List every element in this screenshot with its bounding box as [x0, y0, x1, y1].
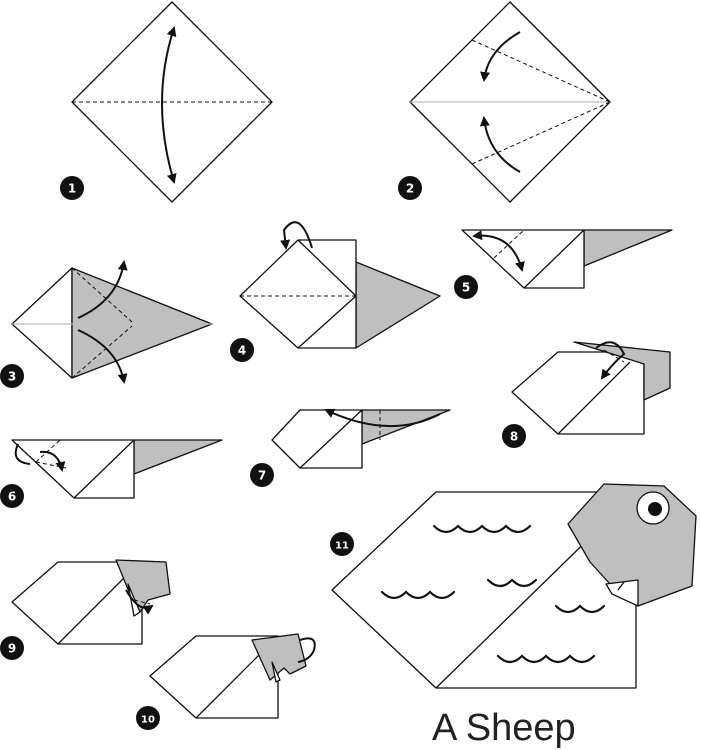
step-7-figure [271, 408, 451, 469]
step-5-figure [461, 229, 673, 289]
step-number: 2 [406, 182, 414, 196]
step-number: 3 [8, 370, 16, 384]
step-number: 9 [8, 642, 16, 656]
step-badge-11: 11 [330, 532, 354, 556]
step-3-figure [11, 260, 213, 384]
step-badge-7: 7 [250, 463, 274, 487]
step-number: 5 [462, 281, 470, 295]
step-1-figure [71, 1, 273, 203]
step-badge-4: 4 [230, 338, 254, 362]
step-number: 11 [335, 541, 349, 552]
step-4-figure [239, 221, 441, 349]
step-badge-8: 8 [502, 424, 526, 448]
step-badge-3: 3 [0, 364, 24, 388]
step-11-figure [331, 483, 697, 689]
step-8-figure [511, 341, 671, 435]
diagram-title: A Sheep [432, 707, 576, 749]
step-2-figure [409, 1, 611, 203]
step-number: 6 [8, 490, 16, 504]
step-9-figure [11, 559, 171, 645]
step-number: 7 [258, 469, 266, 483]
step-badge-10: 10 [136, 706, 160, 730]
step-6-figure [11, 439, 223, 499]
step-number: 10 [141, 715, 155, 726]
step-number: 4 [238, 344, 246, 358]
step-number: 1 [68, 182, 76, 196]
step-number: 8 [510, 430, 518, 444]
step-10-figure [149, 633, 316, 719]
step-badge-9: 9 [0, 636, 24, 660]
step-badge-2: 2 [398, 176, 422, 200]
step-badge-5: 5 [454, 275, 478, 299]
step-badge-6: 6 [0, 484, 24, 508]
step-badge-1: 1 [60, 176, 84, 200]
